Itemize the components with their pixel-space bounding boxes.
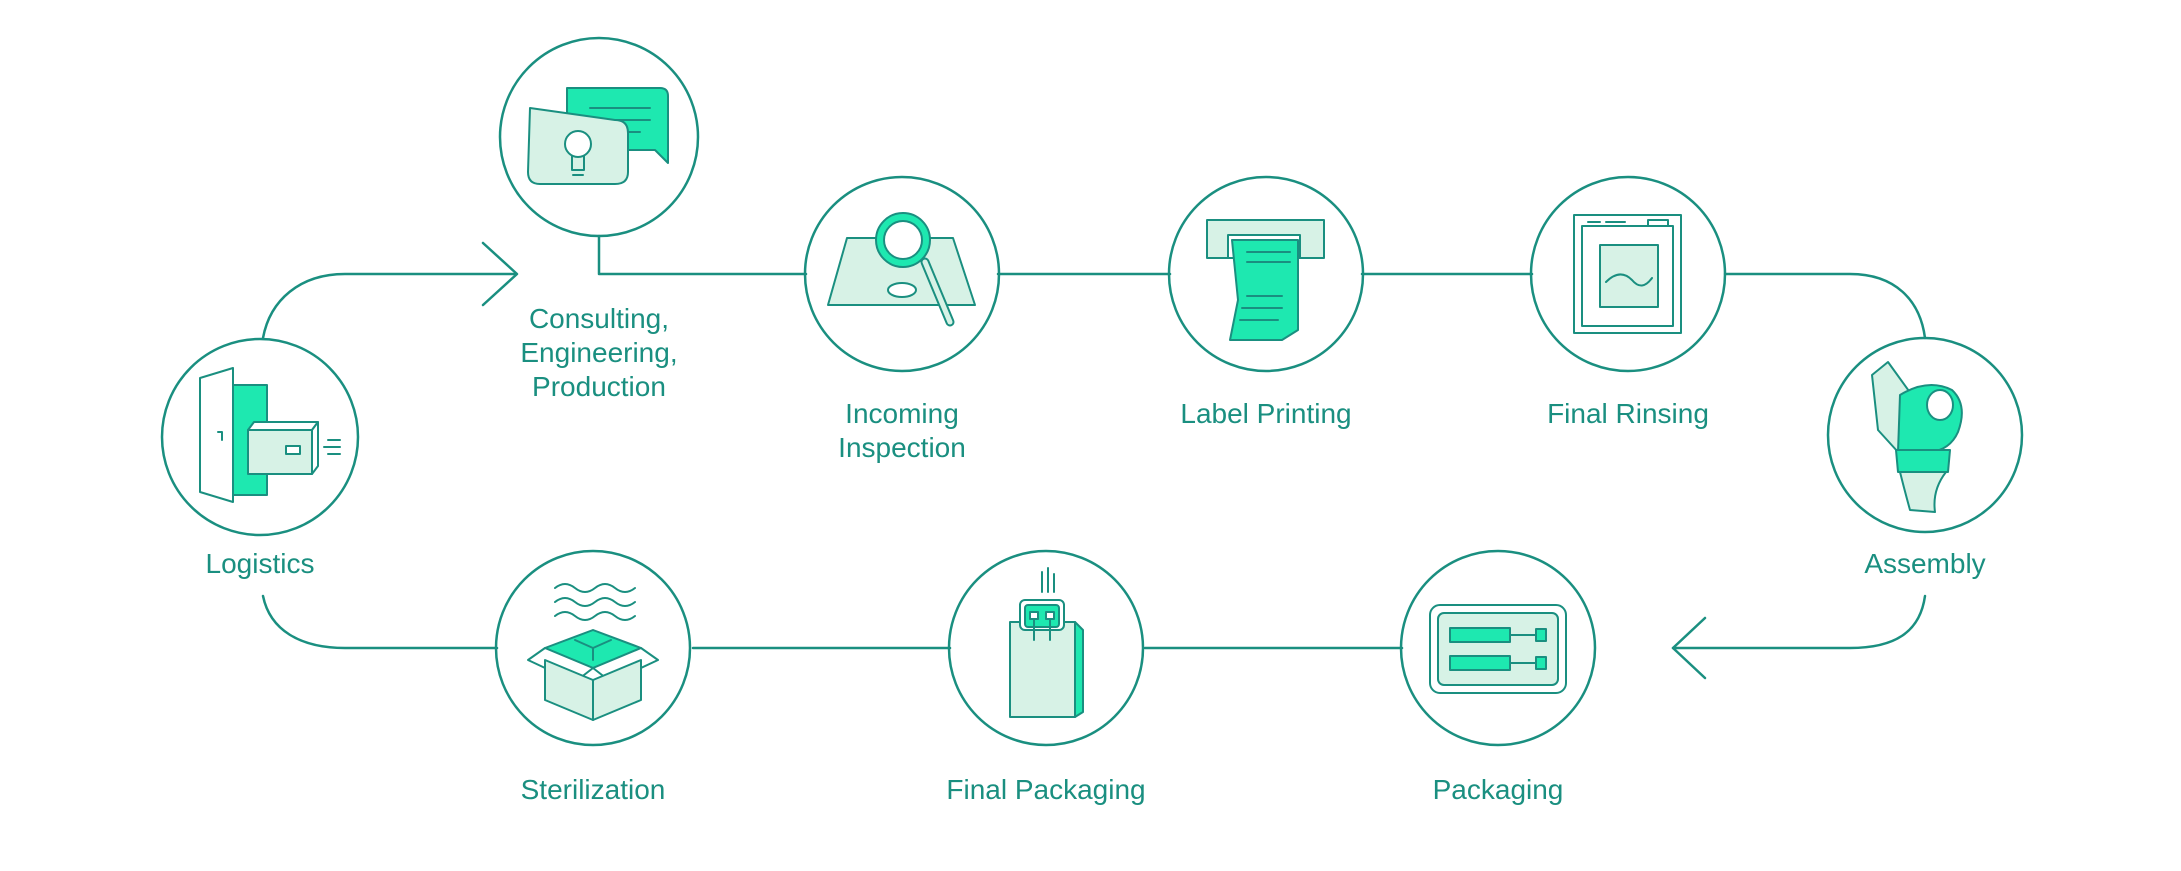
sterile-node — [494, 549, 692, 747]
door-box-icon — [199, 367, 341, 503]
step-label-final-rinsing: Final Rinsing — [1547, 398, 1709, 429]
arrow-right — [481, 241, 519, 307]
knee-implant-icon — [1871, 361, 1963, 513]
arrow-left — [1671, 616, 1707, 680]
step-label-assembly: Assembly — [1864, 548, 1986, 579]
connector-lines — [261, 234, 1927, 680]
step-label-consulting: Consulting, Engineering, Production — [520, 303, 678, 402]
finalpack-node — [947, 549, 1145, 747]
rinsing-node — [1529, 175, 1727, 373]
logistics-node — [160, 337, 360, 537]
step-label-logistics: Logistics — [205, 548, 315, 579]
magnifier-icon — [827, 212, 976, 327]
step-label-sterilization: Sterilization — [520, 774, 666, 805]
consulting-node — [498, 36, 700, 238]
steam-box-icon — [527, 583, 659, 721]
rinsing-window-icon — [1573, 214, 1682, 334]
step-label-final-packaging: Final Packaging — [946, 774, 1146, 805]
bag-icon — [1009, 567, 1084, 718]
chat-lightbulb-icon — [527, 87, 669, 185]
assembly-node — [1826, 336, 2024, 534]
step-label-packaging: Packaging — [1432, 774, 1564, 805]
tray-icon — [1429, 604, 1567, 694]
step-label-label-printing: Label Printing — [1180, 398, 1352, 429]
printer-icon — [1206, 219, 1325, 341]
label-node — [1167, 175, 1365, 373]
step-label-incoming: Incoming Inspection — [838, 398, 966, 463]
incoming-node — [803, 175, 1001, 373]
packaging-node — [1399, 549, 1597, 747]
